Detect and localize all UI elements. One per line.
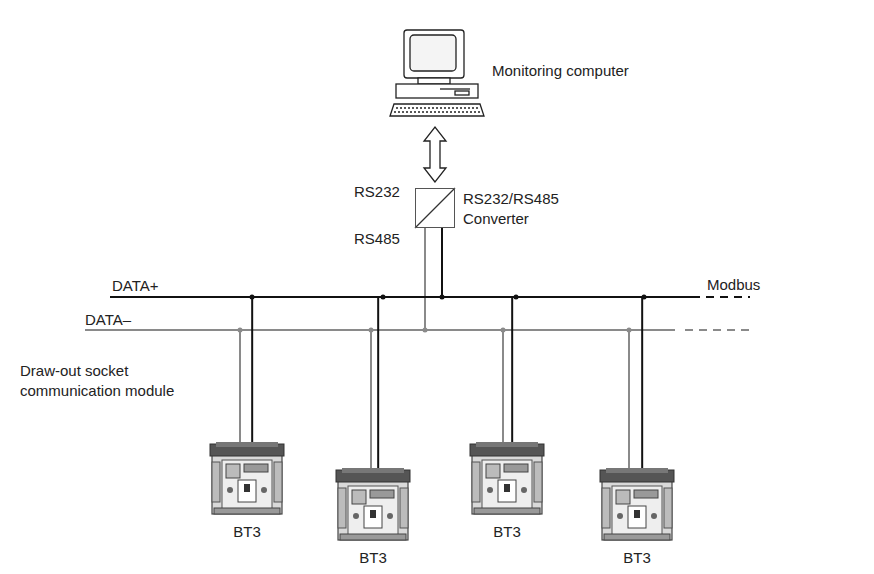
breaker-node: BT3 bbox=[336, 468, 410, 542]
breaker-node: BT3 bbox=[600, 468, 674, 542]
breaker-illustration bbox=[600, 468, 674, 540]
node-label: BT3 bbox=[493, 522, 521, 542]
converter-box: RS232/RS485 Converter bbox=[415, 188, 455, 228]
breaker-node: BT3 bbox=[210, 442, 284, 516]
data-plus-wire bbox=[442, 228, 642, 468]
double-arrow bbox=[424, 127, 446, 182]
signal-name: DATA+ bbox=[112, 276, 159, 296]
node-label: Monitoring computer bbox=[492, 61, 692, 81]
module-note: Draw-out socket communication module bbox=[20, 361, 210, 401]
converter-diagonal bbox=[415, 188, 455, 228]
signal-name: RS485 bbox=[354, 229, 400, 249]
node-label: BT3 bbox=[623, 548, 651, 568]
data-plus-wire bbox=[252, 228, 442, 442]
signal-name: RS232 bbox=[354, 182, 400, 202]
signal-name: DATA– bbox=[85, 310, 131, 330]
breaker-illustration bbox=[470, 442, 544, 514]
bus-name: Modbus bbox=[707, 275, 760, 295]
data-plus-wire bbox=[378, 228, 442, 468]
computer-illustration bbox=[390, 30, 484, 116]
modbus-wiring bbox=[85, 228, 752, 472]
node-label: RS232/RS485 Converter bbox=[463, 189, 573, 229]
computer-node: Monitoring computer bbox=[394, 28, 484, 120]
node-label: BT3 bbox=[359, 548, 387, 568]
data-plus-wire bbox=[442, 228, 512, 442]
breaker-illustration bbox=[210, 442, 284, 514]
breaker-illustration bbox=[336, 468, 410, 540]
node-label: BT3 bbox=[233, 522, 261, 542]
breaker-node: BT3 bbox=[470, 442, 544, 516]
